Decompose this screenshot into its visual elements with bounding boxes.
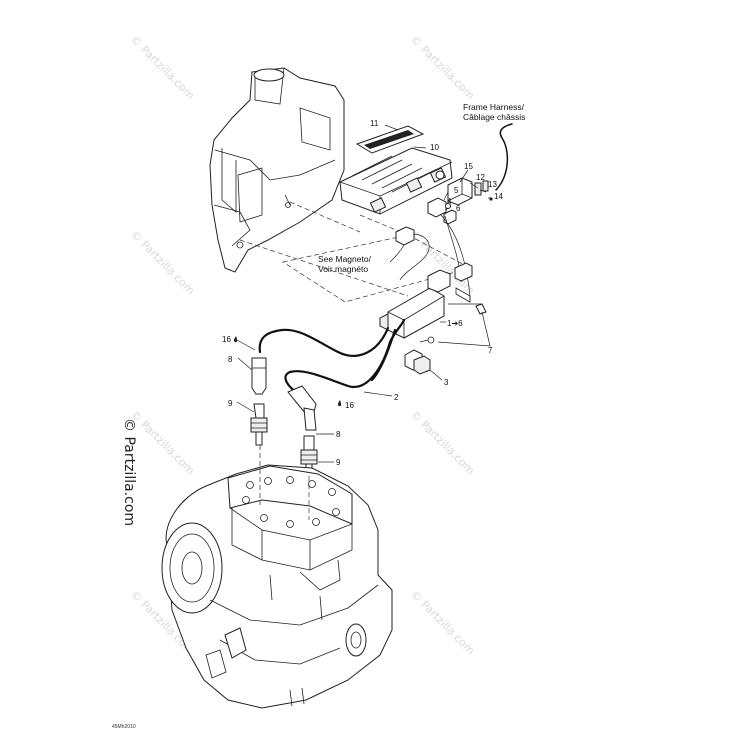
callout-4: 4 [447,197,452,206]
frame-harness-wire [495,123,513,191]
electrical-box-part [339,147,453,215]
callout-1-to-6: 1➔6 [447,319,463,328]
callout-11: 11 [370,119,379,128]
see-magneto-label-fr: Voir magnéto [318,264,368,274]
high-tension-wire-coil [370,328,397,382]
watermark-text: © Partzilla.com [408,408,477,477]
callout-14: 14 [494,192,503,201]
side-watermark: © Partzilla.com [121,418,137,526]
callout-6: 6 [456,204,461,213]
callout-16-right: 16 [345,401,354,410]
watermark-text: © Partzilla.com [128,33,197,102]
callout-labels: Frame Harness/ Câblage châssis See Magne… [222,102,525,467]
engine-drawing [161,445,393,709]
drop-icon [337,400,342,407]
leader-lines [236,124,492,463]
connector-3-part [404,349,431,375]
frame-harness-label-en: Frame Harness/ [463,102,525,112]
spark-plug-left [250,403,268,446]
callout-7: 7 [488,346,493,355]
high-tension-wire-front [258,326,390,357]
watermark-text: © Partzilla.com [128,228,197,297]
decal-part [355,125,425,154]
diagram-code: 45Mh2010 [112,724,136,730]
mount-guide-line [239,239,409,297]
watermark-text: © Partzilla.com [408,33,477,102]
mount-plane-outline [282,234,471,303]
callout-13: 13 [488,180,497,189]
mount-guide-line [289,201,361,233]
spark-plug-cap-left [251,357,267,395]
drop-icon [233,336,238,343]
ignition-coil-part [379,262,487,344]
spark-plug-cap-right [287,385,317,431]
callout-8-left: 8 [228,355,233,364]
watermark-text: © Partzilla.com [128,408,197,477]
callout-9-left: 9 [228,399,233,408]
magneto-connector [389,226,430,281]
callout-16-left: 16 [222,335,231,344]
callout-10: 10 [430,143,439,152]
see-magneto-label-en: See Magneto/ [318,254,372,264]
watermark-text: © Partzilla.com [408,588,477,657]
frame-harness-label-fr: Câblage châssis [463,112,525,122]
callout-5: 5 [454,186,459,195]
callout-8-right: 8 [336,430,341,439]
callout-12: 12 [476,173,485,182]
tank-drawing [209,67,345,273]
callout-2: 2 [394,393,399,402]
callout-3: 3 [444,378,449,387]
callout-15: 15 [464,162,473,171]
callout-9-right: 9 [336,458,341,467]
